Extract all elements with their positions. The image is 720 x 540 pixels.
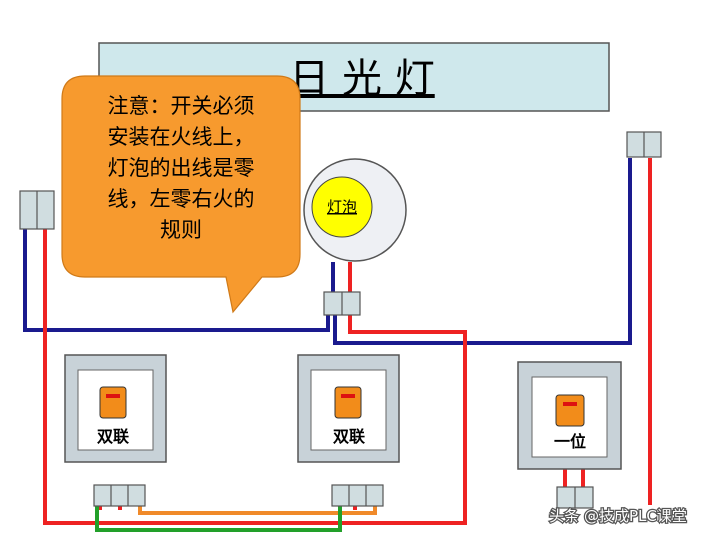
connectors: [19, 131, 662, 509]
switch-right: 一位: [517, 361, 622, 470]
traveller-wire-green: [95, 505, 342, 532]
switch-left: 双联: [64, 354, 167, 463]
switch-right-label: 一位: [554, 432, 586, 451]
callout-bubble: [61, 75, 301, 314]
watermark-text: 头条 @技成PLC课堂: [549, 507, 687, 525]
callout-line-3: 灯泡的出线是零: [108, 156, 255, 180]
callout-line-5: 规则: [160, 218, 202, 242]
neutral-wires: [23, 158, 632, 345]
page-title: 日 光 灯: [289, 56, 434, 102]
neutral-wire-left: [23, 228, 330, 332]
traveller-wire-orange: [138, 505, 377, 515]
callout-line-4: 线，左零右火的: [108, 187, 255, 211]
switch-middle-label: 双联: [333, 427, 365, 446]
watermark: 头条 @技成PLC课堂: [548, 506, 688, 527]
warning-callout: 注意：开关必须 安装在火线上， 灯泡的出线是零 线，左零右火的 规则: [61, 75, 301, 314]
callout-line-1: 注意：开关必须: [108, 94, 255, 118]
live-wire-main: [43, 228, 467, 525]
neutral-wire-right: [333, 158, 632, 345]
switch-middle: 双联: [297, 354, 400, 463]
switch-right-button: [555, 394, 585, 427]
switch-left-button: [99, 386, 127, 419]
bulb: 灯泡: [303, 158, 407, 262]
switch-left-label: 双联: [97, 427, 129, 446]
connector-switch1: [93, 484, 146, 507]
connector-switch2: [331, 484, 384, 507]
bulb-label: 灯泡: [327, 198, 357, 216]
bulb-lamp: [311, 176, 373, 238]
callout-line-2: 安装在火线上，: [108, 125, 255, 149]
switch-middle-button: [334, 386, 362, 419]
